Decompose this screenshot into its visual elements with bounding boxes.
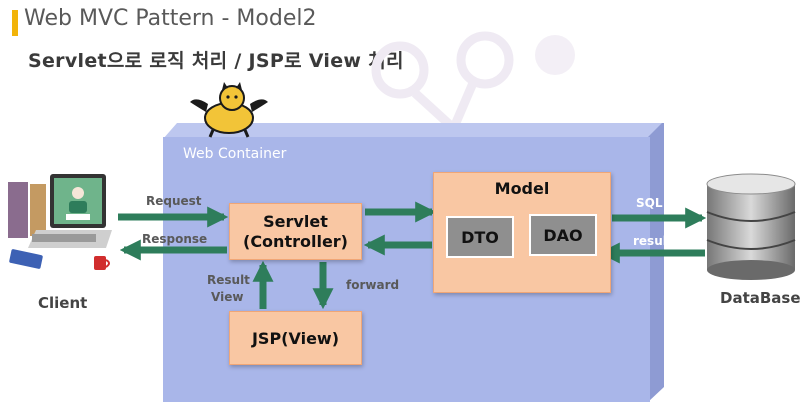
- user-network-watermark-icon: [371, 31, 575, 129]
- servlet-label: Servlet: [263, 211, 328, 231]
- dao-box: DAO: [529, 214, 597, 256]
- title-accent-bar: [12, 10, 18, 36]
- web-container-label: Web Container: [183, 146, 287, 162]
- dao-label: DAO: [543, 225, 583, 245]
- sql-label: SQL: [636, 196, 663, 210]
- result-view-label-line1: Result: [207, 273, 250, 287]
- forward-label: forward: [346, 278, 400, 292]
- model-label: Model: [494, 179, 550, 198]
- jsp-view-box: JSP(View): [229, 311, 362, 365]
- container-side-face: [648, 123, 664, 402]
- page-title: Web MVC Pattern - Model2: [24, 6, 317, 31]
- request-label: Request: [146, 194, 202, 208]
- page-subtitle: Servlet으로 로직 처리 / JSP로 View 처리: [28, 50, 404, 72]
- servlet-controller-box: Servlet (Controller): [229, 203, 362, 260]
- container-top-face: [163, 123, 663, 139]
- response-label: Response: [142, 232, 208, 246]
- dto-label: DTO: [461, 227, 499, 247]
- result-view-label-line2: View: [211, 290, 244, 304]
- controller-label: (Controller): [243, 231, 348, 251]
- tomcat-logo: [190, 82, 268, 138]
- dto-box: DTO: [446, 216, 514, 258]
- database-label: DataBase: [720, 289, 800, 307]
- laptop-icon: [8, 174, 112, 270]
- database-icon: [706, 173, 796, 280]
- client-label: Client: [38, 294, 88, 312]
- result-label: result: [633, 234, 673, 248]
- jsp-label: JSP(View): [251, 328, 340, 348]
